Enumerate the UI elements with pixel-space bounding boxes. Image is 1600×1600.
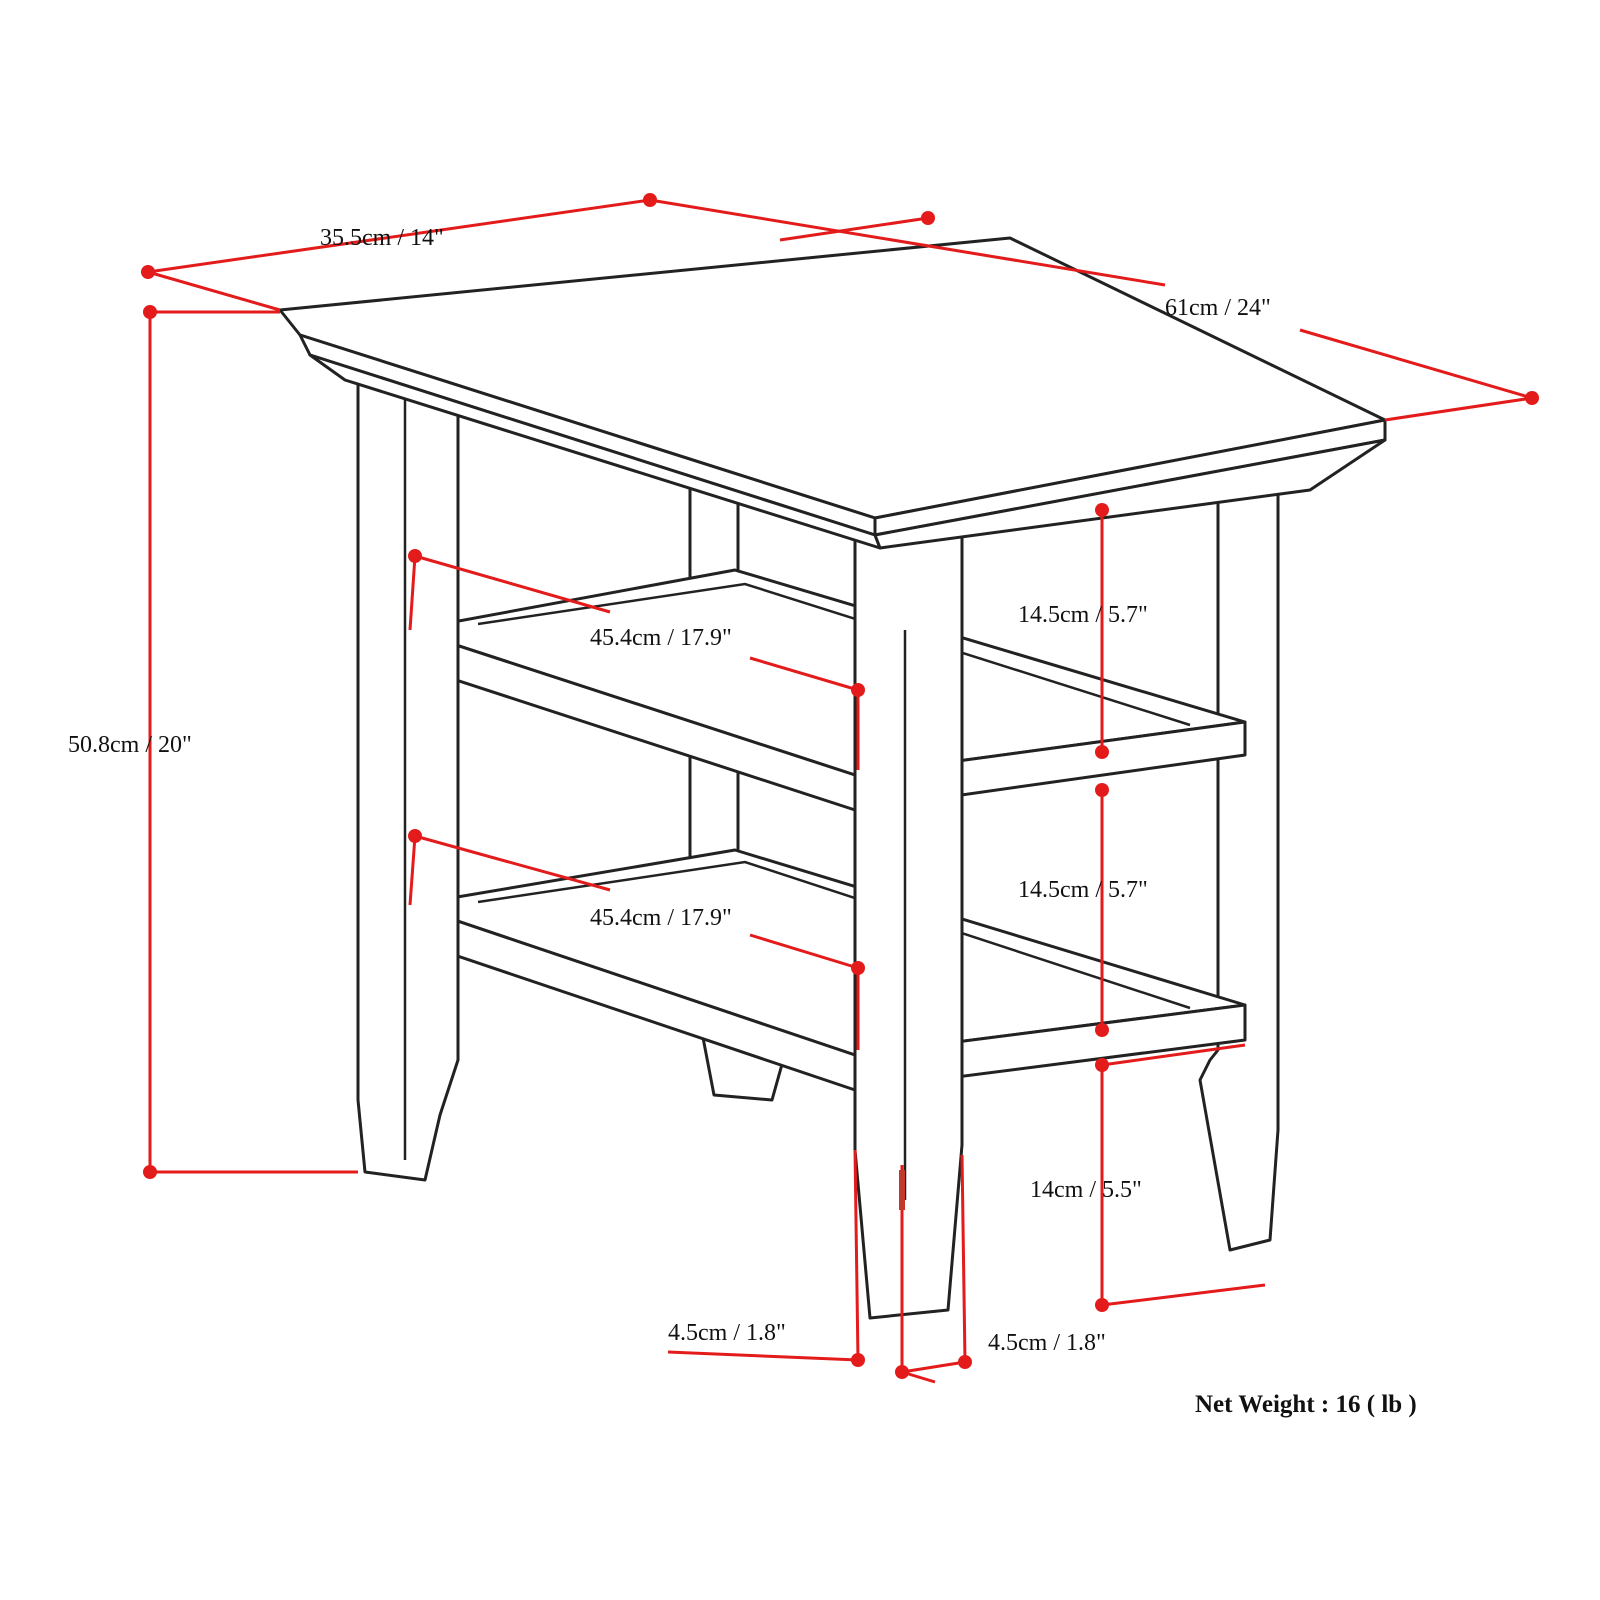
top-width-label: 61cm / 24" — [1165, 295, 1271, 321]
upper-shelf-gap-label: 14.5cm / 5.7" — [1018, 602, 1148, 628]
dimension-lines — [147, 198, 1533, 1384]
lower-shelf-gap-label: 14.5cm / 5.7" — [1018, 877, 1148, 903]
overall-height-label: 50.8cm / 20" — [68, 732, 192, 758]
top-depth-label: 35.5cm / 14" — [320, 225, 444, 251]
floor-clearance-label: 14cm / 5.5" — [1030, 1177, 1142, 1203]
lower-shelf-width-label: 45.4cm / 17.9" — [590, 905, 732, 931]
upper-shelf-width-label: 45.4cm / 17.9" — [590, 625, 732, 651]
front-right-leg — [853, 528, 964, 1320]
leg-width-label: 4.5cm / 1.8" — [988, 1330, 1106, 1356]
dimension-markers — [141, 193, 1539, 1379]
net-weight-label: Net Weight : 16 ( lb ) — [1195, 1391, 1417, 1418]
table-top — [278, 236, 1387, 550]
back-right-leg — [1198, 468, 1280, 1252]
front-left-leg — [356, 378, 460, 1182]
upper-shelf — [408, 568, 1247, 812]
leg-depth-label: 4.5cm / 1.8" — [668, 1320, 786, 1346]
